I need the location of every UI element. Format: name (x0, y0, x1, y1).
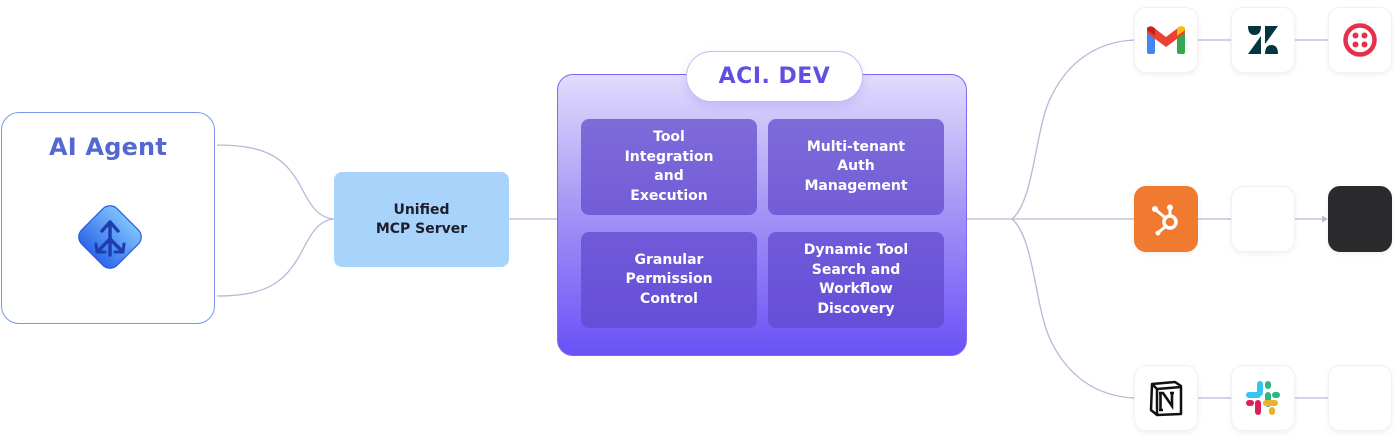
mcp-server-box: Unified MCP Server (334, 172, 509, 267)
feature-auth-management: Multi-tenant Auth Management (768, 119, 944, 215)
feature-permission-control: Granular Permission Control (581, 232, 757, 328)
twilio-icon (1343, 23, 1377, 57)
ai-agent-card: AI Agent (1, 112, 215, 324)
hubspot-icon (1152, 204, 1178, 236)
feature-label: Multi-tenant Auth Management (804, 138, 908, 194)
twilio-tile (1328, 7, 1392, 73)
slack-icon (1246, 381, 1280, 415)
feature-tool-search: Dynamic Tool Search and Workflow Discove… (768, 232, 944, 328)
zendesk-tile (1231, 7, 1295, 73)
feature-label: Tool Integration and Execution (624, 129, 714, 204)
blank-tile (1231, 186, 1295, 252)
hubspot-tile (1134, 186, 1198, 252)
aci-dev-title: ACI. DEV (718, 64, 831, 89)
notion-icon (1149, 380, 1183, 417)
feature-tool-integration: Tool Integration and Execution (581, 119, 757, 215)
gmail-icon (1147, 26, 1185, 54)
blank-tile (1328, 365, 1392, 431)
feature-label: Dynamic Tool Search and Workflow Discove… (803, 242, 909, 317)
mcp-server-label: Unified MCP Server (375, 201, 468, 237)
dark-tile (1328, 186, 1392, 252)
zendesk-icon (1248, 26, 1278, 54)
gmail-tile (1134, 7, 1198, 73)
slack-tile (1231, 365, 1295, 431)
arrow-split-diamond-icon (78, 205, 142, 269)
ai-agent-title: AI Agent (48, 133, 168, 161)
aci-dev-title-pill: ACI. DEV (686, 51, 863, 102)
notion-tile (1134, 365, 1198, 431)
feature-label: Granular Permission Control (625, 251, 713, 307)
